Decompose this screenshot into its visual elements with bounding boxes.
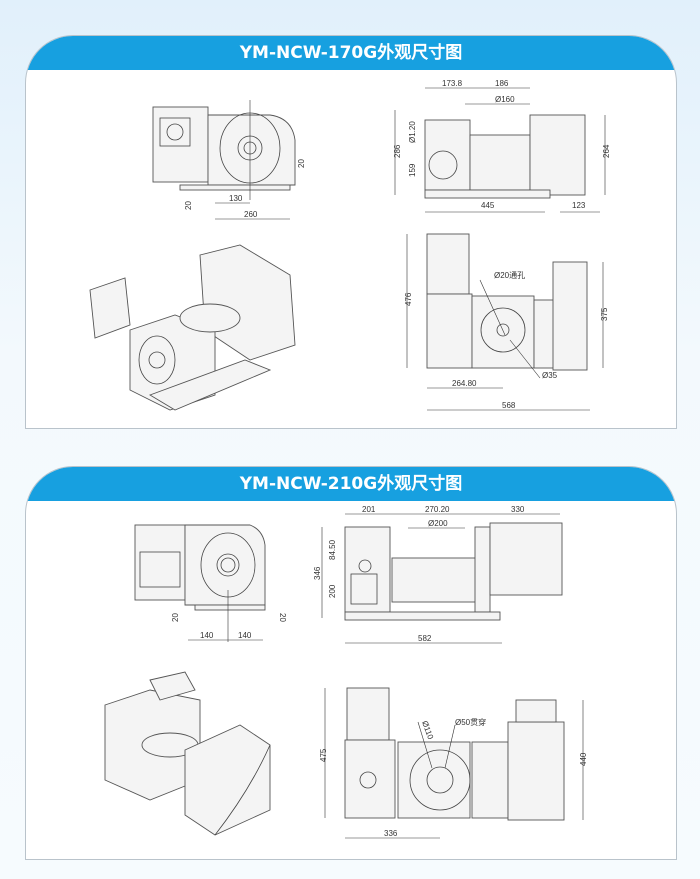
dimension-label: 260 [244, 210, 258, 219]
dimension-label: 582 [418, 634, 432, 643]
drawing-outline [344, 739, 396, 819]
dimension-line [444, 724, 456, 769]
front-view-170g: 20 130 260 20 [152, 100, 306, 220]
side-view-170g: 173.8 186 Ø160 286 Ø1.20 159 264 445 123 [393, 79, 611, 213]
top-view-170g: 476 Ø20通孔 375 Ø35 264.80 568 [404, 233, 609, 411]
top-view-210g: 475 Ø110 Ø50贯穿 440 336 [319, 687, 588, 839]
dimension-line [417, 721, 433, 769]
drawing-outline [428, 150, 458, 180]
dimension-label: 159 [408, 163, 417, 177]
dimension-label: 336 [384, 829, 398, 838]
dimension-label: 286 [393, 144, 402, 158]
drawing-outline [426, 293, 473, 369]
drawing-outline [489, 522, 563, 596]
dimension-label: 20 [297, 159, 306, 168]
drawing-outline [344, 526, 391, 613]
dimension-label: 270.20 [425, 505, 450, 514]
dimension-label: 475 [319, 748, 328, 762]
drawing-outline [471, 741, 509, 819]
drawing-outline [496, 323, 510, 337]
front-view-210g: 20 140 140 20 [134, 524, 287, 642]
dimension-label: Ø200 [428, 519, 448, 528]
drawing-outline [139, 551, 181, 588]
drawing-outline [409, 749, 471, 811]
dimension-label: 130 [229, 194, 243, 203]
dimension-label: 200 [328, 584, 337, 598]
dimension-label: 264 [602, 144, 611, 158]
drawing-outline [515, 699, 557, 723]
drawing-outline [216, 553, 240, 577]
dimension-label: 445 [481, 201, 495, 210]
drawing-outline [424, 119, 471, 191]
drawing-outline [149, 671, 196, 701]
drawing-outline [148, 351, 166, 369]
drawing-outline [184, 724, 271, 836]
drawing-outline [469, 134, 531, 191]
dimension-label: 20 [171, 613, 180, 622]
drawing-outline [344, 611, 501, 621]
drawing-outline [424, 189, 551, 199]
drawing-outline [89, 277, 131, 339]
drawing-outline [529, 114, 586, 196]
section-title: YM-NCW-170G外观尺寸图 [26, 36, 676, 70]
dimension-label: 201 [362, 505, 376, 514]
drawing-outline [207, 114, 296, 186]
dimension-label: 186 [495, 79, 509, 88]
drawing-outline [358, 559, 372, 573]
drawing-outline [138, 335, 176, 385]
drawing-outline [391, 557, 478, 603]
drawing-outline [148, 359, 272, 411]
drawing-outline [134, 524, 186, 601]
dimension-label: Ø35 [542, 371, 558, 380]
drawing-outline [166, 123, 184, 141]
drawing-outline [346, 687, 390, 741]
drawing-outline [552, 261, 588, 371]
drawing-outline [179, 184, 291, 191]
isometric-view-170g [89, 244, 296, 411]
drawing-outline [507, 721, 565, 821]
drawing-outline [397, 741, 471, 819]
dimension-label: 140 [238, 631, 252, 640]
drawing-outline [480, 307, 526, 353]
drawing-outline [220, 557, 236, 573]
dimension-label: 346 [313, 566, 322, 580]
dimension-label: 20 [278, 613, 287, 622]
dimension-label: 440 [579, 752, 588, 766]
dimension-label: 476 [404, 292, 413, 306]
dimension-label: 84.50 [328, 539, 337, 560]
drawing-outline [214, 744, 271, 836]
dimension-line [509, 339, 541, 379]
dimension-label: Ø50贯穿 [455, 717, 486, 727]
drawing-outline [474, 526, 491, 613]
dimension-label: 140 [200, 631, 214, 640]
dimension-label: 375 [600, 307, 609, 321]
drawing-outline [350, 573, 378, 605]
dimension-label: Ø160 [495, 95, 515, 104]
dimension-label: Ø20通孔 [494, 270, 525, 280]
dimension-line [479, 279, 506, 336]
drawing-outline [426, 766, 454, 794]
dimension-label: 264.80 [452, 379, 477, 388]
dimension-label: 173.8 [442, 79, 463, 88]
dimension-label: 330 [511, 505, 525, 514]
dimension-label: Ø110 [420, 720, 435, 741]
drawing-outline [426, 233, 470, 295]
dimension-label: 568 [502, 401, 516, 410]
section-title: YM-NCW-210G外观尺寸图 [26, 467, 676, 501]
side-view-210g: 201 270.20 330 Ø200 346 84.50 200 582 [313, 505, 563, 644]
dimension-label: 20 [184, 201, 193, 210]
drawing-outline [194, 604, 266, 611]
drawing-outline [359, 771, 377, 789]
dimension-label: 123 [572, 201, 586, 210]
drawing-outline [533, 299, 555, 369]
dimension-label: Ø1.20 [408, 121, 417, 143]
isometric-view-210g [104, 671, 271, 836]
drawing-outline [152, 106, 209, 183]
drawing-outline [179, 303, 241, 333]
drawing-outline [159, 117, 191, 147]
drawing-outline [184, 524, 266, 606]
